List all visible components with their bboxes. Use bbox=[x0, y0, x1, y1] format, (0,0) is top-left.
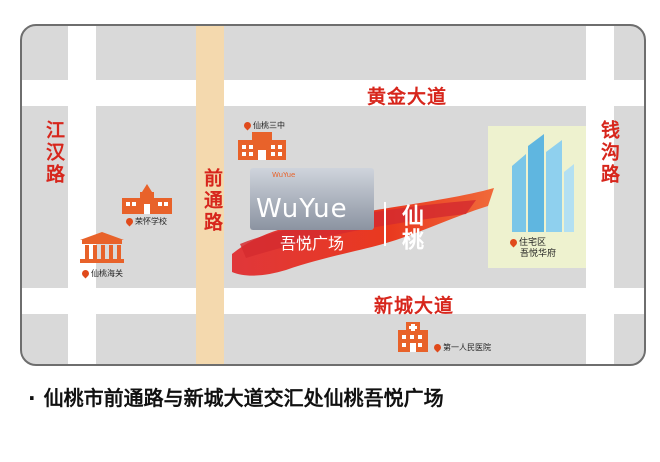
road-name-east: 钱沟路 bbox=[598, 120, 620, 186]
poi-label-residence: 住宅区 吾悦华府 bbox=[508, 237, 557, 260]
mall-city: 仙桃 bbox=[398, 204, 423, 252]
poi-text: 荣怀学校 bbox=[135, 217, 167, 226]
mall-logo-en: WuYue bbox=[256, 194, 348, 224]
road-jianghan bbox=[68, 26, 96, 364]
poi-label-school-three: 仙桃三中 bbox=[242, 120, 285, 131]
poi-label-customs: 仙桃海关 bbox=[80, 268, 123, 279]
school-building-icon bbox=[238, 132, 286, 160]
pin-icon bbox=[508, 237, 519, 248]
road-name-north: 黄金大道 bbox=[367, 86, 448, 108]
poi-label-hospital: 第一人民医院 bbox=[432, 342, 491, 353]
residence-area: 住宅区 吾悦华府 bbox=[488, 126, 586, 268]
poi-text: 仙桃三中 bbox=[253, 121, 285, 130]
address-caption: · 仙桃市前通路与新城大道交汇处仙桃吾悦广场 bbox=[28, 382, 444, 411]
pin-icon bbox=[242, 120, 253, 131]
road-name-west: 江汉路 bbox=[43, 120, 65, 186]
mall-building bbox=[250, 168, 374, 230]
poi-text: 住宅区 bbox=[519, 238, 547, 248]
pin-icon bbox=[80, 268, 91, 279]
pin-icon bbox=[432, 342, 443, 353]
mall-divider bbox=[384, 202, 386, 246]
mall-sign: WuYue bbox=[272, 171, 296, 179]
pin-icon bbox=[124, 216, 135, 227]
road-huangjin bbox=[22, 80, 644, 106]
school-icon bbox=[122, 184, 172, 214]
road-name-south: 新城大道 bbox=[374, 295, 455, 317]
road-name-center: 前通路 bbox=[201, 168, 223, 234]
road-xincheng bbox=[22, 288, 644, 314]
road-qiangou bbox=[586, 26, 614, 364]
map: 黄金大道 新城大道 江汉路 钱沟路 前通路 仙桃三中 荣怀学校 bbox=[20, 24, 646, 366]
poi-text: 吾悦华府 bbox=[520, 249, 557, 259]
skyscraper-icon bbox=[512, 134, 574, 232]
poi-text: 第一人民医院 bbox=[443, 343, 491, 352]
caption-text: 仙桃市前通路与新城大道交汇处仙桃吾悦广场 bbox=[43, 386, 444, 410]
hospital-icon bbox=[398, 322, 428, 352]
mall-logo-cn: 吾悦广场 bbox=[280, 234, 345, 253]
poi-label-rongh-school: 荣怀学校 bbox=[124, 216, 167, 227]
road-qiantong bbox=[196, 26, 224, 364]
customs-building-icon bbox=[80, 232, 124, 263]
caption-bullet: · bbox=[28, 386, 36, 410]
poi-text: 仙桃海关 bbox=[91, 269, 123, 278]
